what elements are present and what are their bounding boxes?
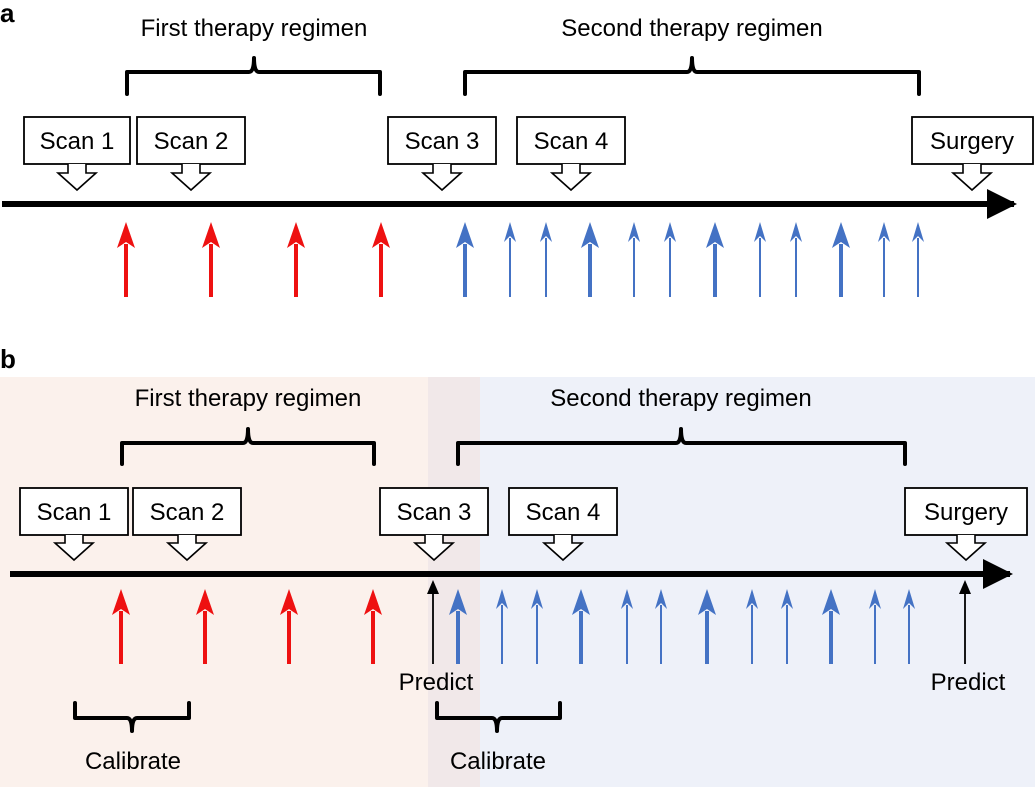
panel-b-scan-3-callout: Scan 3 [379,487,489,562]
panel-a-treatment-arrow-2 [202,222,220,297]
panel-b-second-regimen-label: Second therapy regimen [550,385,812,412]
panel-b-first-regimen-background [0,377,428,787]
panel-b-second-regimen-background [480,377,1035,787]
panel-b-treatment-arrow-13 [781,589,793,664]
panel-b-scan-4-label: Scan 4 [526,499,601,526]
panel-b-label: b [0,344,16,374]
panel-a-second-regimen-brace [463,56,921,96]
panel-b: b First therapy regimen Second therapy r… [0,344,1035,787]
panel-b-treatment-arrow-7 [531,589,543,664]
panel-a-label: a [0,0,15,28]
panel-a-treatment-arrow-11 [706,222,724,297]
panel-b-treatment-arrows [112,589,915,664]
panel-b-calibrate-brace-1 [73,701,191,733]
panel-b-first-regimen-label: First therapy regimen [135,385,362,412]
panel-b-treatment-arrow-11 [698,589,716,664]
panel-b-treatment-arrow-2 [196,589,214,664]
panel-a: a First therapy regimen Second therapy r… [0,0,1034,297]
panel-a-treatment-arrow-14 [832,222,850,297]
panel-b-treatment-arrow-10 [655,589,667,664]
panel-b-first-regimen-brace [120,427,376,466]
panel-a-second-regimen-label: Second therapy regimen [561,15,823,42]
panel-b-scan-2-label: Scan 2 [150,499,225,526]
panel-b-overlap-background [428,377,480,787]
panel-a-treatment-arrows [117,222,924,297]
panel-b-treatment-arrow-16 [903,589,915,664]
panel-b-treatment-arrow-3 [280,589,298,664]
panel-b-treatment-arrow-8 [572,589,590,664]
panel-b-scan-3-label: Scan 3 [397,499,472,526]
panel-a-first-regimen-brace [125,56,382,96]
panel-a-treatment-arrow-13 [790,222,802,297]
panel-a-treatment-arrow-10 [664,222,676,297]
panel-b-scan-1-label: Scan 1 [37,499,112,526]
panel-b-treatment-arrow-9 [621,589,633,664]
panel-b-second-regimen-brace [456,427,907,466]
panel-b-surgery-label: Surgery [924,499,1008,526]
panel-a-treatment-arrow-3 [287,222,305,297]
panel-a-scan-4-callout: Scan 4 [516,116,626,192]
panel-b-surgery-callout: Surgery [904,487,1028,562]
panel-a-treatment-arrow-15 [878,222,890,297]
panel-a-first-regimen-label: First therapy regimen [141,15,368,42]
panel-b-calibrate-label-2: Calibrate [450,748,546,775]
panel-a-treatment-arrow-12 [754,222,766,297]
panel-a-scan-2-callout: Scan 2 [136,116,246,192]
panel-b-scan-1-callout: Scan 1 [19,487,129,562]
panel-b-treatment-arrow-1 [112,589,130,664]
panel-b-treatment-arrow-14 [822,589,840,664]
panel-a-surgery-callout: Surgery [911,116,1034,192]
panel-a-scan-3-callout: Scan 3 [387,116,497,192]
panel-b-calibrate-label-1: Calibrate [85,748,181,775]
panel-b-treatment-arrow-4 [364,589,382,664]
panel-a-scan-1-label: Scan 1 [40,128,115,155]
panel-a-treatment-arrow-8 [581,222,599,297]
panel-b-predict-arrow-1 [427,580,439,664]
panel-b-predict-arrow-2 [959,580,971,664]
panel-b-scan-2-callout: Scan 2 [132,487,242,562]
panel-a-scan-3-label: Scan 3 [405,128,480,155]
panel-b-treatment-arrow-5 [449,589,467,664]
panel-b-predict-label-1: Predict [399,669,474,696]
panel-b-treatment-arrow-15 [869,589,881,664]
panel-a-treatment-arrow-1 [117,222,135,297]
panel-a-treatment-arrow-5 [456,222,474,297]
panel-a-scan-2-label: Scan 2 [154,128,229,155]
panel-a-treatment-arrow-16 [912,222,924,297]
panel-b-predict-label-2: Predict [931,669,1006,696]
panel-a-treatment-arrow-4 [372,222,390,297]
panel-b-treatment-arrow-6 [496,589,508,664]
panel-a-treatment-arrow-9 [628,222,640,297]
panel-a-scan-4-label: Scan 4 [534,128,609,155]
panel-b-calibrate-brace-2 [435,701,562,733]
panel-b-scan-4-callout: Scan 4 [508,487,618,562]
panel-a-treatment-arrow-6 [504,222,516,297]
panel-a-surgery-label: Surgery [930,128,1014,155]
panel-a-treatment-arrow-7 [540,222,552,297]
panel-b-treatment-arrow-12 [746,589,758,664]
panel-a-scan-1-callout: Scan 1 [23,116,131,192]
